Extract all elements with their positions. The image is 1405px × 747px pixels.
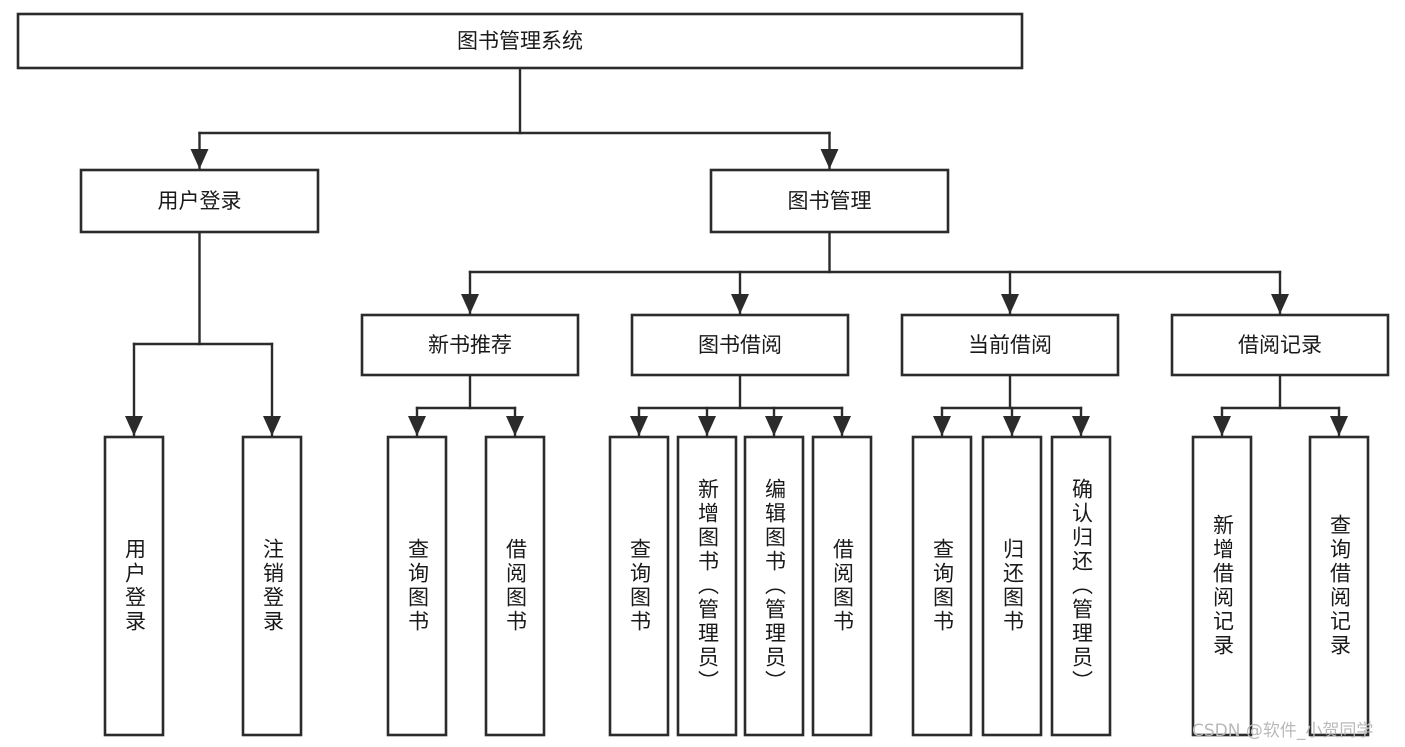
- arrow-head-icon-borrow-record: [1271, 294, 1289, 314]
- node-label-root: 图书管理系统: [457, 29, 583, 53]
- node-label-leaf-add-record: 新增借阅记录: [1210, 514, 1235, 658]
- node-box-borrow-record[interactable]: [1170, 313, 1390, 377]
- arrow-head-icon-leaf-query-record: [1330, 416, 1348, 436]
- node-box-root[interactable]: [16, 12, 1024, 70]
- arrow-head-icon-leaf-return-book: [1003, 416, 1021, 436]
- arrow-head-icon-leaf-borrow-book-1: [506, 416, 524, 436]
- node-label-leaf-query-record: 查询借阅记录: [1327, 514, 1352, 658]
- boxes-layer: [16, 12, 1390, 737]
- node-box-leaf-return-book[interactable]: [981, 435, 1043, 737]
- csdn-watermark: CSDN @软件_小贺同学: [1192, 721, 1374, 741]
- node-label-leaf-add-book: 新增图书（管理员）: [695, 478, 720, 694]
- arrow-head-icon-book-manage: [820, 149, 839, 169]
- arrow-head-icon-leaf-confirm-return: [1072, 416, 1090, 436]
- node-box-leaf-add-record[interactable]: [1191, 435, 1253, 737]
- arrow-head-icon-user-login: [190, 149, 209, 169]
- arrow-head-icon-new-book-rec: [461, 294, 479, 314]
- node-label-leaf-edit-book: 编辑图书（管理员）: [762, 478, 787, 694]
- arrow-head-icon-leaf-borrow-book-2: [833, 416, 851, 436]
- node-box-book-manage[interactable]: [709, 168, 950, 234]
- node-box-leaf-query-book-1[interactable]: [386, 435, 448, 737]
- node-label-current-borrow: 当前借阅: [968, 333, 1052, 357]
- node-label-leaf-query-book-2: 查询图书: [627, 538, 652, 634]
- connectors-layer: [125, 66, 1348, 438]
- node-box-leaf-borrow-book-2[interactable]: [811, 435, 873, 737]
- node-box-leaf-edit-book[interactable]: [743, 435, 805, 737]
- node-box-leaf-user-login[interactable]: [103, 435, 165, 737]
- node-box-leaf-borrow-book-1[interactable]: [484, 435, 546, 737]
- node-label-leaf-borrow-book-1: 借阅图书: [503, 538, 528, 634]
- arrow-head-icon-leaf-edit-book: [765, 416, 783, 436]
- node-box-leaf-add-book[interactable]: [676, 435, 738, 737]
- node-label-leaf-query-book-3: 查询图书: [930, 538, 955, 634]
- arrow-head-icon-leaf-query-book-2: [630, 416, 648, 436]
- node-label-leaf-user-login: 用户登录: [122, 538, 147, 634]
- node-box-leaf-query-record[interactable]: [1308, 435, 1370, 737]
- arrow-head-icon-current-borrow: [1001, 294, 1019, 314]
- node-label-leaf-borrow-book-2: 借阅图书: [830, 538, 855, 634]
- node-label-new-book-rec: 新书推荐: [428, 333, 512, 357]
- arrow-head-icon-leaf-user-logout: [263, 416, 281, 436]
- node-label-user-login: 用户登录: [158, 189, 242, 213]
- arrow-head-icon-book-borrow: [731, 294, 749, 314]
- node-label-book-borrow: 图书借阅: [698, 333, 782, 357]
- arrow-head-icon-leaf-add-record: [1213, 416, 1231, 436]
- node-label-leaf-return-book: 归还图书: [1000, 538, 1025, 634]
- node-box-current-borrow[interactable]: [900, 313, 1120, 377]
- node-box-new-book-rec[interactable]: [360, 313, 580, 377]
- arrow-head-icon-leaf-add-book: [698, 416, 716, 436]
- node-label-book-manage: 图书管理: [788, 189, 872, 213]
- node-box-user-login[interactable]: [79, 168, 320, 234]
- node-box-leaf-query-book-3[interactable]: [911, 435, 973, 737]
- node-box-leaf-confirm-return[interactable]: [1050, 435, 1112, 737]
- arrow-head-icon-leaf-user-login: [125, 416, 143, 436]
- node-box-leaf-user-logout[interactable]: [241, 435, 303, 737]
- node-box-leaf-query-book-2[interactable]: [608, 435, 670, 737]
- node-label-leaf-user-logout: 注销登录: [260, 538, 285, 634]
- node-label-leaf-query-book-1: 查询图书: [405, 538, 430, 634]
- node-label-borrow-record: 借阅记录: [1238, 333, 1322, 357]
- node-box-book-borrow[interactable]: [630, 313, 850, 377]
- arrow-head-icon-leaf-query-book-1: [408, 416, 426, 436]
- node-label-leaf-confirm-return: 确认归还（管理员）: [1069, 478, 1094, 694]
- arrow-head-icon-leaf-query-book-3: [933, 416, 951, 436]
